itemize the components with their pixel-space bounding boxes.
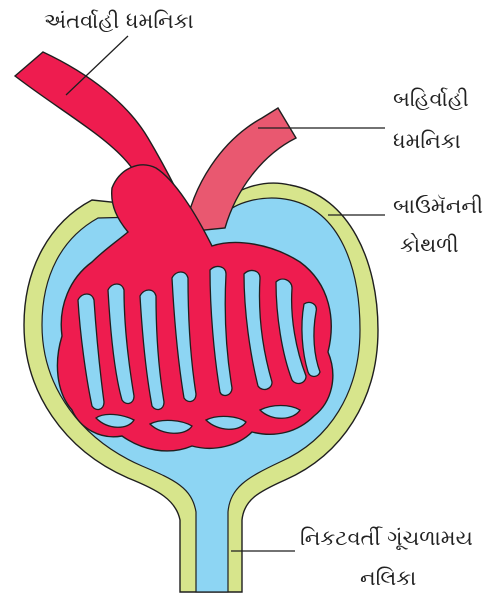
bowman-label-line1: બાઉમૅનની <box>393 193 483 218</box>
efferent-label-line2: ધમનિકા <box>393 129 461 153</box>
efferent-label-line1: બહિર્વાહી <box>393 87 469 111</box>
tubule-label-line2: નલિકા <box>360 566 416 590</box>
bowman-label-line2: કોથળી <box>400 233 459 257</box>
tubule-label-line1: નિકટવર્તી ગૂંચળામય <box>300 526 473 550</box>
afferent-label: અંતર્વાહી ધમનિકા <box>44 9 194 33</box>
